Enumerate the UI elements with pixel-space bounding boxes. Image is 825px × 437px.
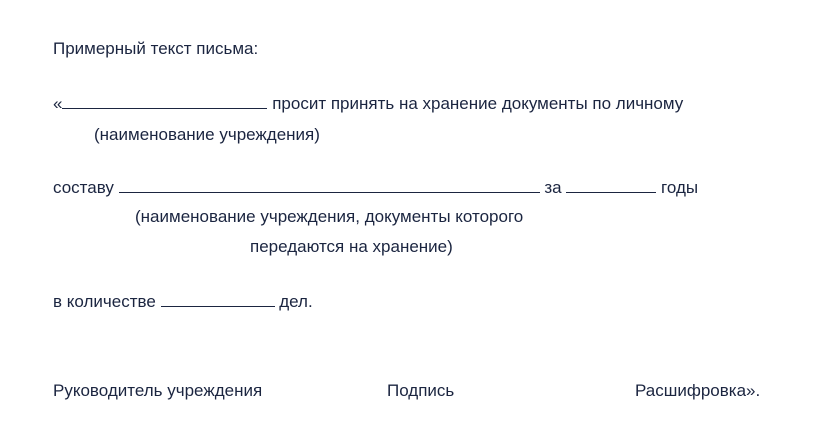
line-composition: составу за годы — [53, 177, 698, 198]
blank-fund-name[interactable] — [118, 177, 540, 193]
signature-decoding: Расшифровка». — [635, 381, 761, 400]
hint-institution-name: (наименование учреждения) — [94, 125, 320, 144]
heading: Примерный текст письма: — [53, 39, 259, 58]
signature-position: Руководитель учреждения — [53, 381, 263, 400]
quantity-suffix: дел. — [279, 292, 313, 311]
blank-institution-name[interactable] — [62, 93, 268, 109]
request-text: просит принять на хранение документы по … — [272, 94, 684, 113]
blank-years[interactable] — [566, 177, 657, 193]
line-institution-request: « просит принять на хранение документы п… — [53, 93, 683, 114]
years-preposition: за — [544, 178, 562, 197]
hint-fund-name-2: передаются на хранение) — [250, 237, 453, 256]
signature-label: Подпись — [387, 381, 455, 400]
composition-prefix: составу — [53, 178, 114, 197]
quantity-prefix: в количестве — [53, 292, 156, 311]
line-quantity: в количестве дел. — [53, 291, 313, 312]
blank-quantity[interactable] — [160, 291, 275, 307]
hint-fund-name-1: (наименование учреждения, документы кото… — [135, 207, 524, 226]
open-quote: « — [53, 94, 63, 113]
years-suffix: годы — [661, 178, 699, 197]
